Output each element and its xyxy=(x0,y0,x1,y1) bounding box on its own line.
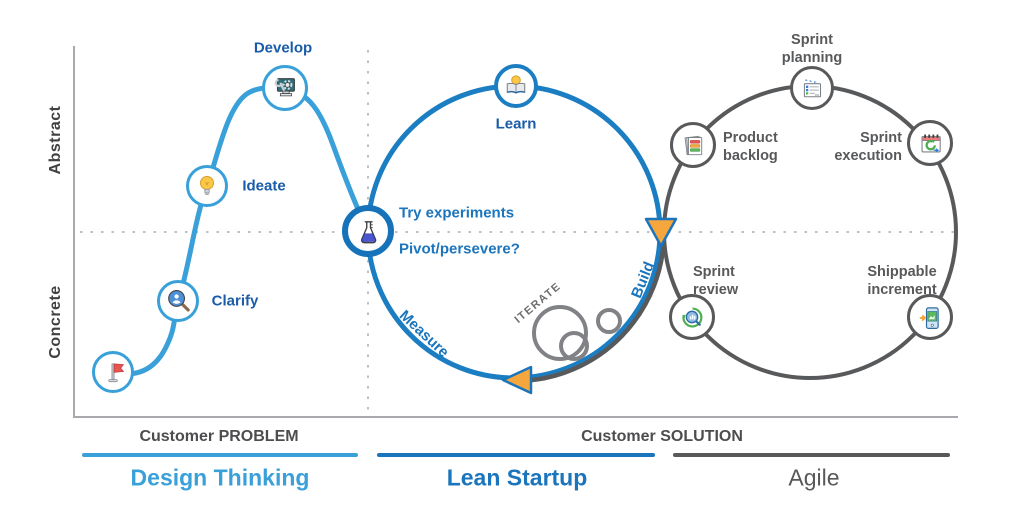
agile-tail-arc xyxy=(519,231,667,384)
customer-problem-label: Customer PROBLEM xyxy=(139,428,299,445)
left-arrow-icon xyxy=(501,365,533,395)
y-axis-abstract-label: Abstract xyxy=(47,105,64,175)
try-experiments-node xyxy=(342,205,394,257)
lean-startup-bar xyxy=(377,453,655,457)
calendar-loop-icon xyxy=(920,134,941,153)
sprint-planning-label: Sprint planning xyxy=(781,31,843,66)
design-thinking-bar xyxy=(82,453,358,457)
iterate-spiral xyxy=(532,305,622,361)
flask-icon xyxy=(360,221,377,244)
sprint-review-label: Sprint review xyxy=(693,263,739,298)
stacked-docs-icon xyxy=(684,135,702,155)
book-bulb-icon xyxy=(506,75,526,94)
down-arrow-icon xyxy=(644,217,678,248)
sprint-review-node xyxy=(669,294,715,340)
sprint-execution-node xyxy=(907,120,953,166)
develop-label: Develop xyxy=(253,39,313,57)
design-thinking-curve xyxy=(110,85,369,377)
learn-node xyxy=(494,64,538,108)
product-backlog-node xyxy=(670,122,716,168)
clarify-label: Clarify xyxy=(211,292,259,310)
design-thinking-title: Design Thinking xyxy=(130,464,310,491)
pivot-persevere-label: Pivot/persevere? xyxy=(399,240,520,258)
monitor-gear-icon xyxy=(274,78,295,97)
task-list-icon xyxy=(803,79,822,98)
agile-title: Agile xyxy=(788,464,840,491)
sprint-execution-label: Sprint execution xyxy=(834,129,902,164)
product-backlog-label: Product backlog xyxy=(723,129,778,164)
start-flag-node xyxy=(92,351,134,393)
y-axis-concrete-label: Concrete xyxy=(47,285,64,359)
magnifier-chart-loop-icon xyxy=(681,306,702,327)
clarify-node xyxy=(157,280,199,322)
customer-solution-label: Customer SOLUTION xyxy=(581,428,743,445)
shippable-increment-node xyxy=(907,294,953,340)
iterate-circle-medium xyxy=(559,331,589,361)
learn-label: Learn xyxy=(495,115,537,133)
lean-startup-title: Lean Startup xyxy=(446,464,588,491)
shippable-increment-label: Shippable increment xyxy=(867,263,937,298)
ideate-node xyxy=(186,165,228,207)
develop-node xyxy=(262,65,308,111)
flag-icon xyxy=(108,363,125,383)
ideate-label: Ideate xyxy=(242,177,286,195)
iterate-circle-large xyxy=(532,305,588,361)
lightbulb-icon xyxy=(200,175,214,195)
magnifier-person-icon xyxy=(167,289,190,312)
try-experiments-label: Try experiments xyxy=(399,204,515,222)
phone-chart-icon xyxy=(919,306,939,329)
iterate-circle-small xyxy=(596,308,622,334)
axes-lines xyxy=(73,46,958,418)
sprint-planning-node xyxy=(790,66,834,110)
agile-bar xyxy=(673,453,950,457)
